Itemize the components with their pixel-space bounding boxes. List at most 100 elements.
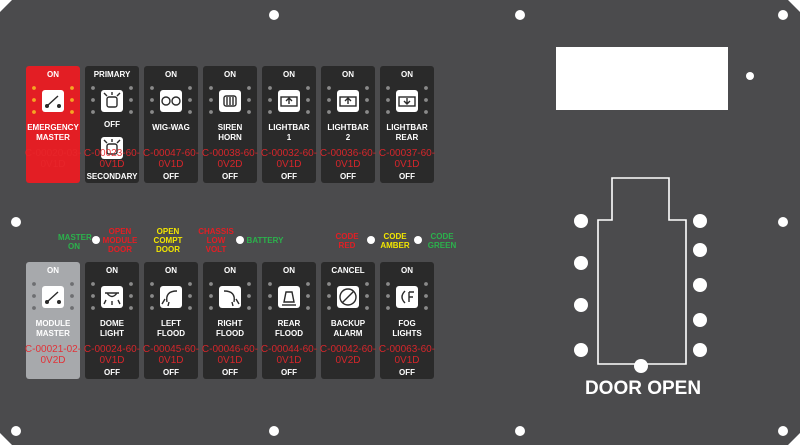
led-icon <box>386 306 390 310</box>
led-icon <box>129 306 133 310</box>
led-icon <box>209 294 213 298</box>
led-icon <box>386 98 390 102</box>
led-icon <box>327 98 331 102</box>
switch-emergency-master[interactable] <box>26 66 80 183</box>
led-icon <box>365 110 369 114</box>
led-icon <box>424 86 428 90</box>
part-code: C-00032-60-0V1D <box>260 148 318 170</box>
led-icon <box>327 86 331 90</box>
switch-siren-horn[interactable] <box>203 66 257 183</box>
switch-body <box>203 66 257 183</box>
switch-off-label: OFF <box>399 368 415 377</box>
switch-top-label: ON <box>165 266 177 275</box>
dome-light-icon <box>101 286 123 308</box>
led-icon <box>91 86 95 90</box>
led-icon <box>386 110 390 114</box>
switch-top-label: ON <box>47 70 59 79</box>
display-window <box>556 47 728 110</box>
led-icon <box>188 98 192 102</box>
led-icon <box>247 306 251 310</box>
led-icon <box>188 306 192 310</box>
switch-body <box>321 66 375 183</box>
switch-off-label: OFF <box>163 368 179 377</box>
part-code: C-00047-60-0V1D <box>142 148 200 170</box>
switch-bottom-label: SECONDARY <box>86 172 138 181</box>
led-icon <box>91 306 95 310</box>
lightbar-icon <box>337 90 359 112</box>
led-icon <box>209 86 213 90</box>
switch-wig-wag[interactable] <box>144 66 198 183</box>
led-icon <box>32 294 36 298</box>
door-hole <box>574 214 588 228</box>
mounting-hole <box>269 10 279 20</box>
led-icon <box>247 110 251 114</box>
led-icon <box>424 294 428 298</box>
lightbar-icon <box>278 90 300 112</box>
mounting-hole <box>746 72 754 80</box>
switch-top-label: ON <box>283 70 295 79</box>
switch-left-flood[interactable] <box>144 262 198 379</box>
led-icon <box>268 294 272 298</box>
led-icon <box>268 110 272 114</box>
indicator-lamp <box>92 236 100 244</box>
led-icon <box>188 110 192 114</box>
led-icon <box>150 110 154 114</box>
led-icon <box>424 282 428 286</box>
led-icon <box>327 294 331 298</box>
mounting-hole <box>778 217 788 227</box>
led-icon <box>327 282 331 286</box>
switch-module-master[interactable] <box>26 262 80 379</box>
led-icon <box>386 282 390 286</box>
led-icon <box>188 86 192 90</box>
indicator-lamp <box>414 236 422 244</box>
switch-primary-secondary[interactable] <box>85 66 139 183</box>
led-icon <box>150 294 154 298</box>
switch-fog-lights[interactable] <box>380 262 434 379</box>
switch-off-label: OFF <box>222 368 238 377</box>
mounting-hole <box>515 426 525 436</box>
door-hole <box>693 214 707 228</box>
switch-dome-light[interactable] <box>85 262 139 379</box>
led-icon <box>306 98 310 102</box>
led-icon <box>327 110 331 114</box>
toggle-switch-icon <box>42 90 64 112</box>
door-hole <box>634 359 648 373</box>
toggle-switch-icon <box>42 286 64 308</box>
switch-off-label: OFF <box>281 172 297 181</box>
switch-backup-alarm[interactable] <box>321 262 375 379</box>
switch-top-label: ON <box>165 70 177 79</box>
switch-right-flood[interactable] <box>203 262 257 379</box>
door-sensor-holes <box>574 214 707 373</box>
switch-lightbar-rear[interactable] <box>380 66 434 183</box>
wig-wag-icon <box>160 90 182 112</box>
led-icon <box>209 98 213 102</box>
door-hole <box>574 256 588 270</box>
led-icon <box>268 282 272 286</box>
mounting-hole <box>269 426 279 436</box>
door-hole <box>693 343 707 357</box>
part-code: C-00023-60-0V1D <box>83 148 141 170</box>
switch-rear-flood[interactable] <box>262 262 316 379</box>
part-code: C-00063-60-0V1D <box>378 344 436 366</box>
part-code: C-00042-60-0V2D <box>319 344 377 366</box>
switch-lightbar-2[interactable] <box>321 66 375 183</box>
led-icon <box>247 98 251 102</box>
led-icon <box>386 294 390 298</box>
led-icon <box>306 306 310 310</box>
led-icon <box>70 86 74 90</box>
switch-body <box>26 66 80 183</box>
led-icon <box>306 110 310 114</box>
led-icon <box>91 294 95 298</box>
switch-top-label: ON <box>401 266 413 275</box>
switch-lightbar-1[interactable] <box>262 66 316 183</box>
led-icon <box>327 306 331 310</box>
led-icon <box>247 86 251 90</box>
